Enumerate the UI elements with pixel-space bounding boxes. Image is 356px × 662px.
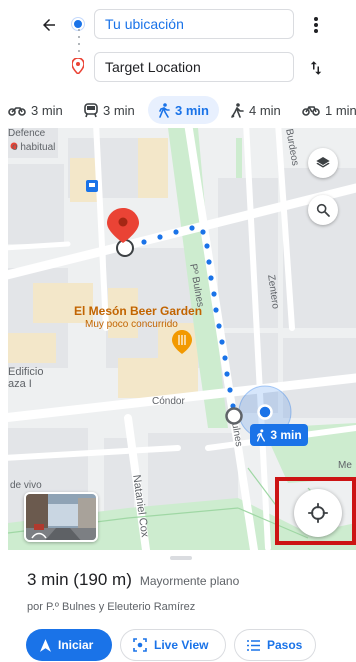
mode-tab-ride-share[interactable]: 4 min	[230, 96, 281, 124]
ride-share-icon	[231, 102, 244, 118]
route-summary: 3 min (190 m) Mayormente plano	[27, 570, 239, 590]
travel-mode-tabs: 3 min 3 min 3 min 4 min 1 min	[0, 92, 356, 128]
sheet-drag-handle[interactable]	[170, 556, 192, 560]
mode-tab-label: 1 min	[325, 102, 356, 118]
more-options-button[interactable]	[306, 12, 326, 38]
swap-locations-button[interactable]	[304, 56, 328, 80]
back-arrow-icon	[43, 19, 55, 31]
start-button-label: Iniciar	[58, 638, 94, 652]
destination-pin-icon	[72, 58, 84, 74]
live-view-button-label: Live View	[154, 638, 209, 652]
mode-tab-walking[interactable]: 3 min	[148, 96, 219, 124]
street-view-thumbnail[interactable]	[24, 492, 98, 542]
mode-tab-motorcycle[interactable]: 3 min	[8, 96, 63, 124]
steps-button[interactable]: Pasos	[234, 629, 316, 661]
transit-icon	[84, 102, 98, 117]
route-bottom-sheet: 3 min (190 m) Mayormente plano por P.º B…	[0, 550, 356, 662]
street-view-image	[26, 494, 96, 540]
walking-time-label: 3 min	[270, 428, 302, 442]
poi-restaurant-name[interactable]: El Mesón Beer Garden	[74, 304, 203, 318]
walking-time-badge[interactable]: 3 min	[250, 424, 308, 446]
layers-button[interactable]	[308, 148, 338, 178]
mode-tab-bike[interactable]: 1 min	[302, 96, 356, 124]
mode-tab-label: 4 min	[249, 102, 281, 118]
bike-icon	[302, 106, 320, 116]
navigation-arrow-icon	[40, 638, 51, 652]
mode-tab-label: 3 min	[103, 102, 135, 118]
map-search-button[interactable]	[308, 195, 338, 225]
layers-icon	[316, 157, 330, 168]
swap-vert-icon	[310, 61, 322, 75]
route-duration: 3 min (190 m)	[27, 570, 132, 589]
map-label-vivo: de vivo	[10, 480, 42, 491]
walk-icon	[257, 428, 266, 442]
steps-button-label: Pasos	[267, 638, 303, 652]
start-navigation-button[interactable]: Iniciar	[26, 629, 112, 661]
map-label-defence: Defence	[8, 128, 46, 139]
map-label-merced: Me	[338, 460, 352, 471]
mode-tab-label: 3 min	[31, 102, 63, 118]
route-via: por P.º Bulnes y Eleuterio Ramírez	[27, 601, 196, 613]
directions-header: Tu ubicación Target Location	[0, 0, 356, 92]
more-vert-icon	[314, 17, 318, 33]
map-view[interactable]: Defence o habitual Pº Bulnes Burdeos Zen…	[8, 128, 356, 550]
list-icon	[247, 639, 260, 651]
walk-icon	[159, 102, 170, 118]
map-label-edificio: Edificio	[8, 366, 44, 378]
route-terrain: Mayormente plano	[139, 574, 240, 588]
origin-input[interactable]: Tu ubicación	[94, 9, 294, 39]
destination-input[interactable]: Target Location	[94, 52, 294, 82]
my-location-icon	[307, 502, 329, 524]
motorcycle-icon	[8, 107, 26, 116]
map-label-habitual: o habitual	[12, 142, 56, 153]
poi-restaurant-popularity: Muy poco concurrido	[85, 319, 178, 330]
map-label-condor-street: Cóndor	[152, 396, 185, 407]
search-icon	[316, 203, 330, 217]
live-view-icon	[133, 638, 147, 652]
route-connector-icon	[78, 29, 80, 52]
my-location-button[interactable]	[294, 489, 342, 537]
back-button[interactable]	[36, 12, 62, 38]
live-view-button[interactable]: Live View	[120, 629, 226, 661]
mode-tab-transit[interactable]: 3 min	[84, 96, 135, 124]
map-label-plaza: aza I	[8, 378, 32, 390]
origin-dot-icon	[72, 18, 84, 30]
mode-tab-label: 3 min	[175, 102, 209, 118]
highlight-annotation-box	[275, 477, 356, 545]
